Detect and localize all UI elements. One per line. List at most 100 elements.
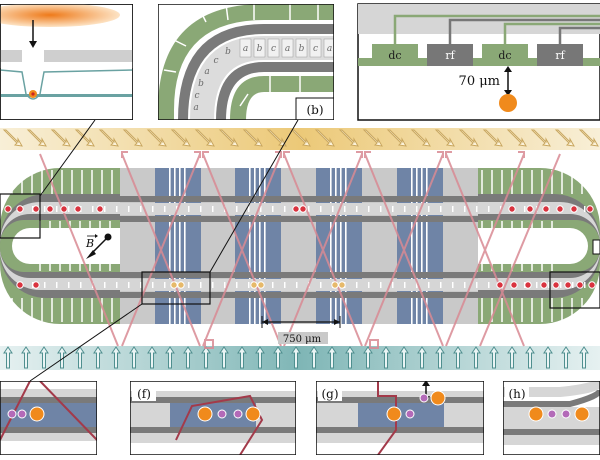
track-segment	[488, 206, 490, 212]
track-segment	[464, 282, 466, 288]
svg-text:b: b	[299, 44, 305, 54]
zone-stripe	[169, 168, 171, 324]
laser-port	[204, 339, 214, 349]
distance-label: 70 μm	[459, 74, 500, 89]
track-segment	[572, 282, 574, 288]
ion	[170, 281, 178, 289]
track-segment	[332, 206, 334, 212]
ion	[32, 281, 40, 289]
laser-port	[369, 339, 379, 349]
scale-label: 750 μm	[283, 334, 322, 345]
zone-stripe	[179, 168, 181, 324]
beam-arrow	[74, 129, 95, 147]
beam-arrow	[338, 129, 359, 147]
beam-arrow	[255, 346, 265, 369]
ion	[250, 281, 258, 289]
track-segment	[452, 282, 454, 288]
laser-arrowhead	[202, 151, 209, 158]
beam-arrow	[21, 346, 31, 369]
track-segment	[440, 206, 442, 212]
track-segment	[320, 282, 322, 288]
zone-stripe	[330, 168, 332, 324]
beam-arrow	[434, 129, 455, 147]
track-segment	[272, 206, 274, 212]
laser-path	[445, 153, 525, 347]
svg-text:a: a	[193, 103, 198, 113]
track-segment	[56, 282, 58, 288]
ion	[510, 281, 518, 289]
track-segment	[452, 206, 454, 212]
zone-stripe	[174, 168, 176, 324]
beam-arrow	[3, 346, 13, 369]
track-segment	[164, 282, 166, 288]
segment-letters: a b c a b c a b c a b c a	[193, 38, 334, 113]
track-segment	[416, 206, 418, 212]
panel-e	[0, 381, 97, 455]
beam-arrow	[578, 129, 599, 147]
ion	[257, 281, 265, 289]
laser-arrowhead	[283, 151, 290, 158]
track-segment	[44, 206, 46, 212]
beam-arrow	[471, 346, 481, 369]
ion	[96, 205, 104, 213]
track-segment	[128, 206, 130, 212]
track-segment	[152, 282, 154, 288]
track-segment	[344, 206, 346, 212]
track-segment	[488, 282, 490, 288]
beam-arrow	[201, 346, 211, 369]
track-segment	[68, 206, 70, 212]
track-segment	[584, 282, 586, 288]
svg-text:c: c	[194, 91, 199, 101]
beam-arrow	[26, 129, 47, 147]
beam-arrow	[363, 346, 373, 369]
beam-arrow	[165, 346, 175, 369]
ion	[331, 281, 339, 289]
beam-arrow	[170, 129, 191, 147]
track-segment	[380, 282, 382, 288]
ion	[299, 205, 307, 213]
beam-arrow	[489, 346, 499, 369]
track-segment	[476, 206, 478, 212]
track-segment	[116, 206, 118, 212]
laser-arrowhead	[518, 151, 525, 158]
gate-zone	[397, 168, 443, 324]
panel-a	[0, 4, 133, 120]
zone-stripe	[416, 168, 418, 324]
laser-arrowhead	[445, 151, 452, 158]
track-segment	[56, 206, 58, 212]
ion	[16, 205, 24, 213]
beam-arrow	[183, 346, 193, 369]
ion-orange	[499, 94, 517, 112]
beam-arrow	[309, 346, 319, 369]
track-segment	[380, 206, 382, 212]
laser-arrowhead	[194, 151, 201, 158]
zone-stripe	[345, 168, 347, 324]
svg-text:c: c	[271, 44, 276, 54]
panel-h: (h)	[503, 381, 600, 455]
beam-arrow	[194, 129, 215, 147]
svg-text:a: a	[327, 44, 332, 54]
ion	[552, 281, 560, 289]
track-segment	[440, 282, 442, 288]
electrode-rf-label: rf	[445, 49, 455, 62]
beam-arrow	[39, 346, 49, 369]
track-segment	[236, 282, 238, 288]
beam-arrow	[381, 346, 391, 369]
gate-zone	[235, 168, 281, 324]
track-segment	[68, 282, 70, 288]
track-segment	[584, 206, 586, 212]
svg-text:c: c	[313, 44, 318, 54]
track-segment	[152, 206, 154, 212]
laser-path	[39, 153, 119, 347]
zone-stripe	[340, 168, 342, 324]
ion	[508, 205, 516, 213]
beam-arrow	[386, 129, 407, 147]
beam-arrow	[525, 346, 535, 369]
track-segment	[272, 282, 274, 288]
beam-arrow	[93, 346, 103, 369]
track-segment	[224, 282, 226, 288]
track-segment	[296, 282, 298, 288]
beam-arrow	[129, 346, 139, 369]
track-segment	[392, 206, 394, 212]
beam-arrow	[327, 346, 337, 369]
